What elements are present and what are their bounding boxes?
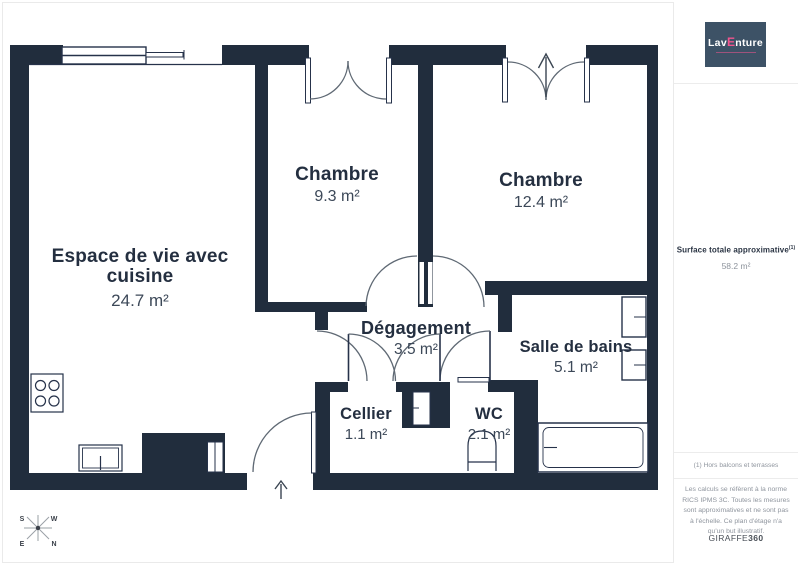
entrance-door [252, 411, 317, 474]
disclaimer-text: Les calculs se réfèrent à la norme RICS … [682, 486, 790, 536]
surface-footnote-marker: (1) [788, 245, 796, 251]
utility-fixture [412, 391, 431, 426]
logo-tagline-line [715, 51, 756, 53]
laventure-logo: LavEnture [705, 22, 766, 67]
total-surface-block: Surface totale approximative(1) 58.2 m² [674, 245, 798, 271]
compass-icon: S W E N [20, 515, 58, 548]
door-salle-de-bains [439, 330, 491, 383]
floorplan-canvas: S W E N Espace de vie avec cuisine 24.7 … [10, 45, 658, 548]
door-jamb-notches [419, 262, 433, 304]
closet-strip [207, 441, 224, 473]
surface-label: Surface totale approximative(1) [676, 245, 796, 255]
door-degagement-arc [316, 330, 368, 382]
door-wc [392, 333, 441, 382]
logo-accent-letter: E [726, 35, 736, 50]
walls [10, 45, 658, 490]
bathtub-icon [537, 422, 649, 473]
logo-wordmark: LavEnture [707, 35, 764, 50]
compass-w: W [51, 516, 58, 523]
door-chambre1 [305, 57, 392, 104]
compass-s: S [20, 516, 25, 523]
toilet-icon [467, 430, 497, 471]
giraffe360-brand: GIRAFFE360 [708, 533, 764, 543]
info-sidebar: LavEnture Surface totale approximative(1… [673, 2, 798, 563]
room-label-chambre2: Chambre 12.4 m² [499, 170, 583, 211]
degagement-top-door-arcs [365, 255, 485, 308]
footnote: (1) Hors balcons et terrasses [674, 452, 798, 479]
room-label-degagement: Dégagement 3.5 m² [360, 318, 472, 358]
kitchen-sink-icon [78, 444, 123, 472]
entry-arrow-top [537, 52, 555, 97]
compass-e: E [20, 541, 25, 548]
room-label-living: Espace de vie avec cuisine 24.7 m² [51, 246, 229, 310]
bathroom-sink-icons [621, 296, 647, 381]
entry-arrow-bottom [274, 479, 288, 499]
room-label-cellier: Cellier 1.1 m² [340, 405, 392, 444]
door-cellier [347, 333, 397, 382]
surface-value: 58.2 m² [721, 260, 751, 271]
logo-section: LavEnture [674, 2, 798, 84]
room-label-salle-de-bains: Salle de bains 5.1 m² [519, 338, 633, 377]
stove-icon [30, 373, 64, 413]
room-label-wc: WC 2.1 m² [467, 405, 511, 444]
floorplan-drawing: S W E N [10, 45, 658, 548]
compass-n: N [51, 541, 56, 548]
room-label-chambre1: Chambre 9.3 m² [295, 164, 379, 205]
window-living-room [61, 46, 185, 65]
